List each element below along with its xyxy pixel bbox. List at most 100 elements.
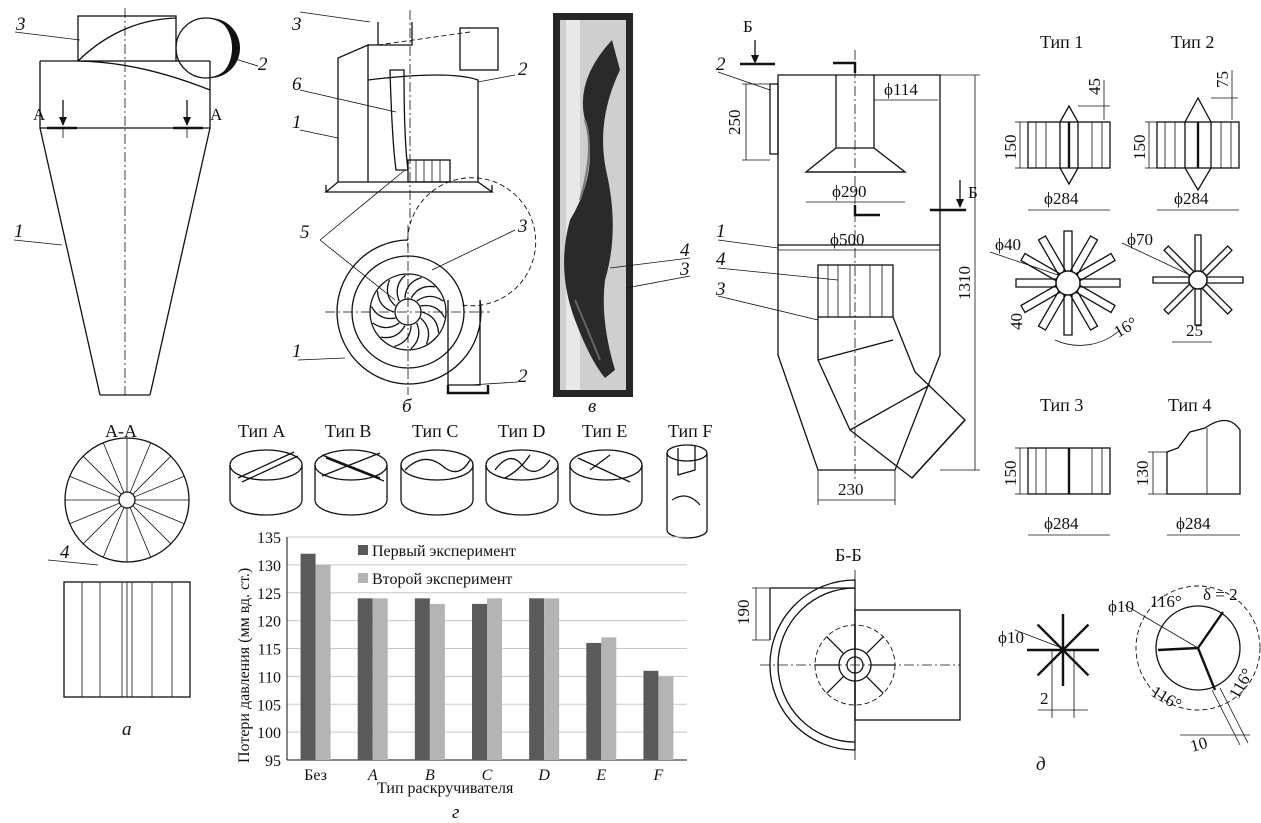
chart-bar xyxy=(472,603,487,760)
chart-y-tick-label: 120 xyxy=(257,614,281,631)
type-label-4: Тип 4 xyxy=(1168,395,1211,415)
type-label-b: Тип B xyxy=(325,421,371,441)
dim-d40: ϕ40 xyxy=(995,235,1021,254)
chart-x-tick-label: B xyxy=(425,767,435,784)
cut-label-a-left: А xyxy=(33,105,46,124)
label-a-1: 1 xyxy=(14,221,24,242)
chart-y-tick-label: 100 xyxy=(257,725,281,742)
dim-230: 230 xyxy=(838,480,864,499)
label-a-4: 4 xyxy=(60,542,70,563)
chart-x-label: Тип раскручивателя xyxy=(377,780,514,797)
dim-d10-b: ϕ10 xyxy=(1108,597,1134,616)
dim-40: 40 xyxy=(1007,313,1026,330)
type-label-a: Тип A xyxy=(238,421,285,441)
chart-bar xyxy=(586,642,602,760)
figure-main-cyclone: Б Б 250 ϕ114 ϕ290 ϕ500 1310 230 2 1 4 3 … xyxy=(715,17,980,760)
dim-d500: ϕ500 xyxy=(830,230,864,249)
type-label-e: Тип E xyxy=(582,421,627,441)
label-b-1b: 1 xyxy=(292,341,302,362)
dim-d284-c: ϕ284 xyxy=(1044,514,1079,533)
label-main-4: 4 xyxy=(716,249,726,270)
cut-label-b-top: Б xyxy=(743,17,753,36)
label-b-2b: 2 xyxy=(518,366,528,387)
dim-150-b: 150 xyxy=(1130,135,1149,161)
chart-x-tick-label: D xyxy=(537,767,550,784)
section-b-title: Б-Б xyxy=(835,545,862,565)
label-a-3: 3 xyxy=(15,14,26,35)
photo-twisted-tape xyxy=(564,40,620,378)
chart-x-tick-label: F xyxy=(653,767,664,784)
caption-g: г xyxy=(452,802,459,823)
dim-130: 130 xyxy=(1133,461,1152,487)
chart-bar xyxy=(601,637,617,760)
chart-bar xyxy=(529,598,545,760)
dim-d10-a: ϕ10 xyxy=(998,628,1024,647)
type-label-c: Тип C xyxy=(412,421,458,441)
dim-150-c: 150 xyxy=(1001,461,1020,487)
chart-bar xyxy=(487,598,502,760)
chart-x-tick-label: A xyxy=(367,767,378,784)
chart-bar xyxy=(372,598,388,760)
chart-x-tick-label: C xyxy=(482,767,493,784)
chart-y-tick-label: 130 xyxy=(257,558,281,575)
chart-y-tick-label: 125 xyxy=(257,586,281,603)
inlet-pipe-shadow xyxy=(210,18,240,78)
label-main-1: 1 xyxy=(716,221,726,242)
dim-25: 25 xyxy=(1186,321,1203,340)
chart-y-tick-label: 115 xyxy=(258,642,281,659)
label-b-3b: 3 xyxy=(517,216,528,237)
chart-y-tick-label: 105 xyxy=(257,697,281,714)
chart-y-tick-label: 135 xyxy=(257,530,281,547)
chart-bar xyxy=(658,676,674,760)
dim-190: 190 xyxy=(734,600,753,626)
dim-116-a: 116° xyxy=(1150,592,1182,611)
chart-bar xyxy=(414,598,430,760)
label-b-6: 6 xyxy=(292,74,302,95)
label-b-2: 2 xyxy=(518,59,528,80)
dim-10: 10 xyxy=(1188,733,1209,756)
chart-bar xyxy=(300,553,316,760)
type-label-2: Тип 2 xyxy=(1171,32,1214,52)
type-label-f: Тип F xyxy=(668,421,712,441)
label-v-3: 3 xyxy=(679,259,690,280)
label-main-2: 2 xyxy=(716,54,726,75)
legend-swatch-2 xyxy=(358,573,368,583)
dim-16deg: 16° xyxy=(1111,313,1141,341)
chart-bar xyxy=(429,603,445,760)
legend-label-1: Первый эксперимент xyxy=(372,543,516,560)
dim-1310: 1310 xyxy=(955,266,974,300)
legend-label-2: Второй эксперимент xyxy=(372,571,512,588)
dim-d284-d: ϕ284 xyxy=(1176,514,1211,533)
chart-y-label: Потери давления (мм вд. ст.) xyxy=(236,568,253,763)
dim-d70: ϕ70 xyxy=(1127,230,1153,249)
type-label-d: Тип D xyxy=(498,421,545,441)
type-label-1: Тип 1 xyxy=(1040,32,1083,52)
chart-y-tick-label: 110 xyxy=(258,669,281,686)
dim-d284-b: ϕ284 xyxy=(1174,189,1209,208)
figure-a-cyclone: А А 3 2 1 А-А 4 а xyxy=(13,8,268,740)
chart-bar xyxy=(357,598,373,760)
dim-250: 250 xyxy=(725,110,744,136)
caption-v: в xyxy=(588,396,596,417)
label-main-3: 3 xyxy=(715,279,726,300)
label-a-2: 2 xyxy=(258,54,268,75)
chart-bar xyxy=(643,670,659,760)
chart-x-tick-label: Без xyxy=(304,767,327,784)
caption-a: а xyxy=(122,719,132,740)
dim-75: 75 xyxy=(1213,71,1232,88)
type-label-3: Тип 3 xyxy=(1040,395,1083,415)
dim-2: 2 xyxy=(1040,689,1049,708)
figure-b-vanes: 3 2 6 1 5 3 1 2 б xyxy=(291,10,537,417)
dim-d114: ϕ114 xyxy=(884,80,918,99)
dim-45: 45 xyxy=(1085,78,1104,95)
label-b-5: 5 xyxy=(300,222,310,243)
dim-150-a: 150 xyxy=(1001,135,1020,161)
dim-116-c: 116° xyxy=(1148,682,1185,714)
chart-x-tick-label: E xyxy=(595,767,606,784)
dim-d290: ϕ290 xyxy=(832,182,866,201)
legend-swatch-1 xyxy=(358,545,368,555)
caption-b: б xyxy=(402,396,413,417)
chart-bar xyxy=(544,598,560,760)
